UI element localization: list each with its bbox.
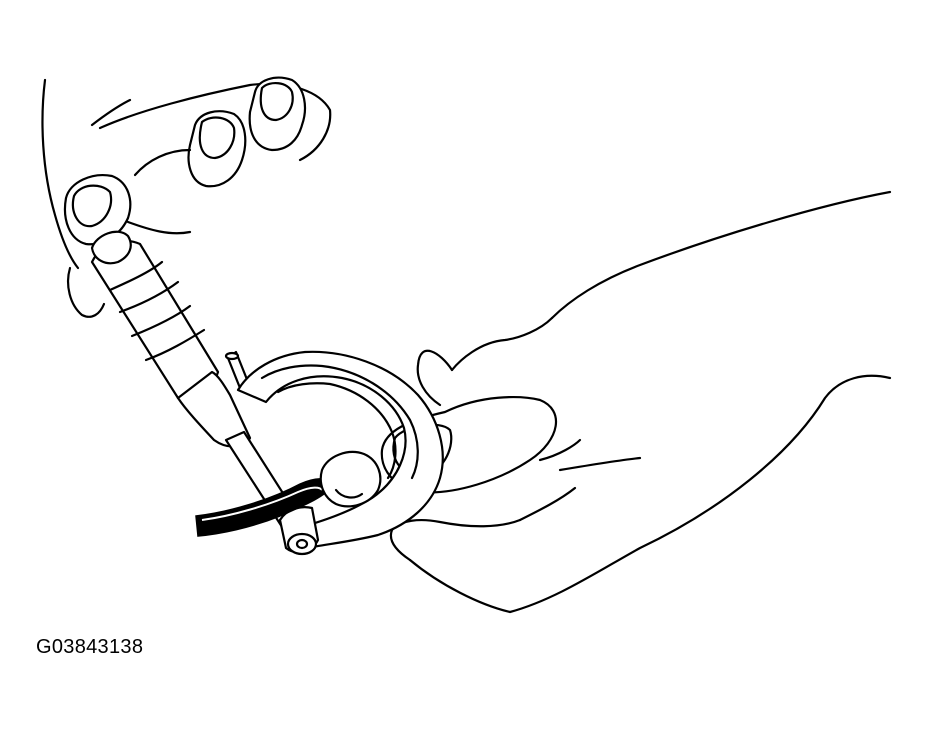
figure-code-label: G03843138 <box>36 636 144 658</box>
right-hand <box>380 190 892 614</box>
shift-fork-part <box>195 450 382 537</box>
left-hand <box>41 76 332 318</box>
